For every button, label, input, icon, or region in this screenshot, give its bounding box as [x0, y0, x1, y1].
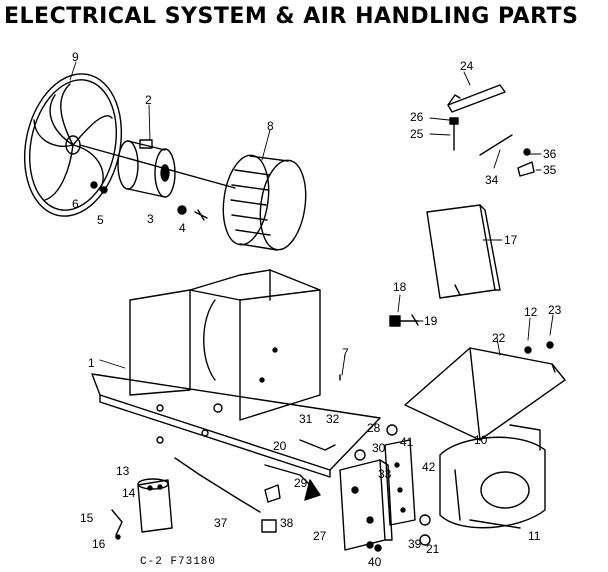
callout-1: 1: [88, 356, 95, 370]
callout-31: 31: [299, 412, 313, 426]
control-panel: [426, 204, 501, 299]
callout-22: 22: [492, 331, 506, 345]
mounting-plate: [384, 439, 431, 546]
callout-2: 2: [145, 93, 152, 107]
callout-7: 7: [342, 346, 349, 360]
switch-assembly: [389, 314, 419, 327]
callout-17: 17: [504, 233, 518, 247]
base-pan-assembly: [91, 269, 381, 478]
callout-38: 38: [280, 516, 294, 530]
support-bracket: [447, 84, 506, 113]
callout-9: 9: [72, 50, 79, 64]
callout-24: 24: [460, 59, 474, 73]
callout-21: 21: [426, 542, 440, 556]
callout-27: 27: [313, 529, 327, 543]
callout-29: 29: [294, 476, 308, 490]
callout-36: 36: [543, 147, 557, 161]
callout-28: 28: [367, 421, 381, 435]
callout-15: 15: [80, 511, 94, 525]
callout-4: 4: [179, 221, 186, 235]
relay-box: [339, 459, 393, 551]
callout-42: 42: [422, 460, 436, 474]
callout-37: 37: [214, 516, 228, 530]
diagram-title: ELECTRICAL SYSTEM & AIR HANDLING PARTS: [4, 4, 579, 29]
power-cord: [174, 457, 281, 533]
callout-30: 30: [372, 441, 386, 455]
wiring-parts: [264, 424, 398, 501]
callout-39: 39: [408, 537, 422, 551]
blower-motor: [117, 139, 176, 198]
callout-11: 11: [528, 529, 541, 543]
capacitor-assembly: [111, 478, 173, 540]
screw-40: [366, 541, 382, 552]
callout-3: 3: [147, 212, 154, 226]
callout-33: 33: [378, 467, 392, 481]
callout-35: 35: [543, 163, 557, 177]
callout-26: 26: [410, 110, 424, 124]
callout-16: 16: [92, 537, 106, 551]
callout-32: 32: [326, 412, 340, 426]
callout-20: 20: [273, 439, 287, 453]
callout-8: 8: [267, 119, 274, 133]
blower-scroll-housing: [439, 424, 546, 529]
callout-6: 6: [72, 197, 79, 211]
screw-assembly: [449, 117, 459, 151]
callout-10: 10: [474, 433, 488, 447]
callout-5: 5: [97, 213, 104, 227]
callout-25: 25: [410, 127, 424, 141]
callout-14: 14: [122, 486, 136, 500]
callout-18: 18: [393, 280, 407, 294]
callout-12: 12: [524, 305, 538, 319]
callout-13: 13: [116, 464, 130, 478]
duct-shroud: [404, 341, 566, 441]
callout-19: 19: [424, 314, 438, 328]
callout-41: 41: [400, 435, 414, 449]
clip-assembly: [517, 148, 535, 177]
motor-hardware: [90, 181, 208, 221]
callout-34: 34: [485, 173, 499, 187]
blower-wheel: [222, 154, 307, 251]
callout-40: 40: [368, 555, 382, 569]
drawing-code: C-2 F73180: [140, 556, 217, 568]
rod: [479, 134, 513, 156]
callout-23: 23: [548, 303, 562, 317]
